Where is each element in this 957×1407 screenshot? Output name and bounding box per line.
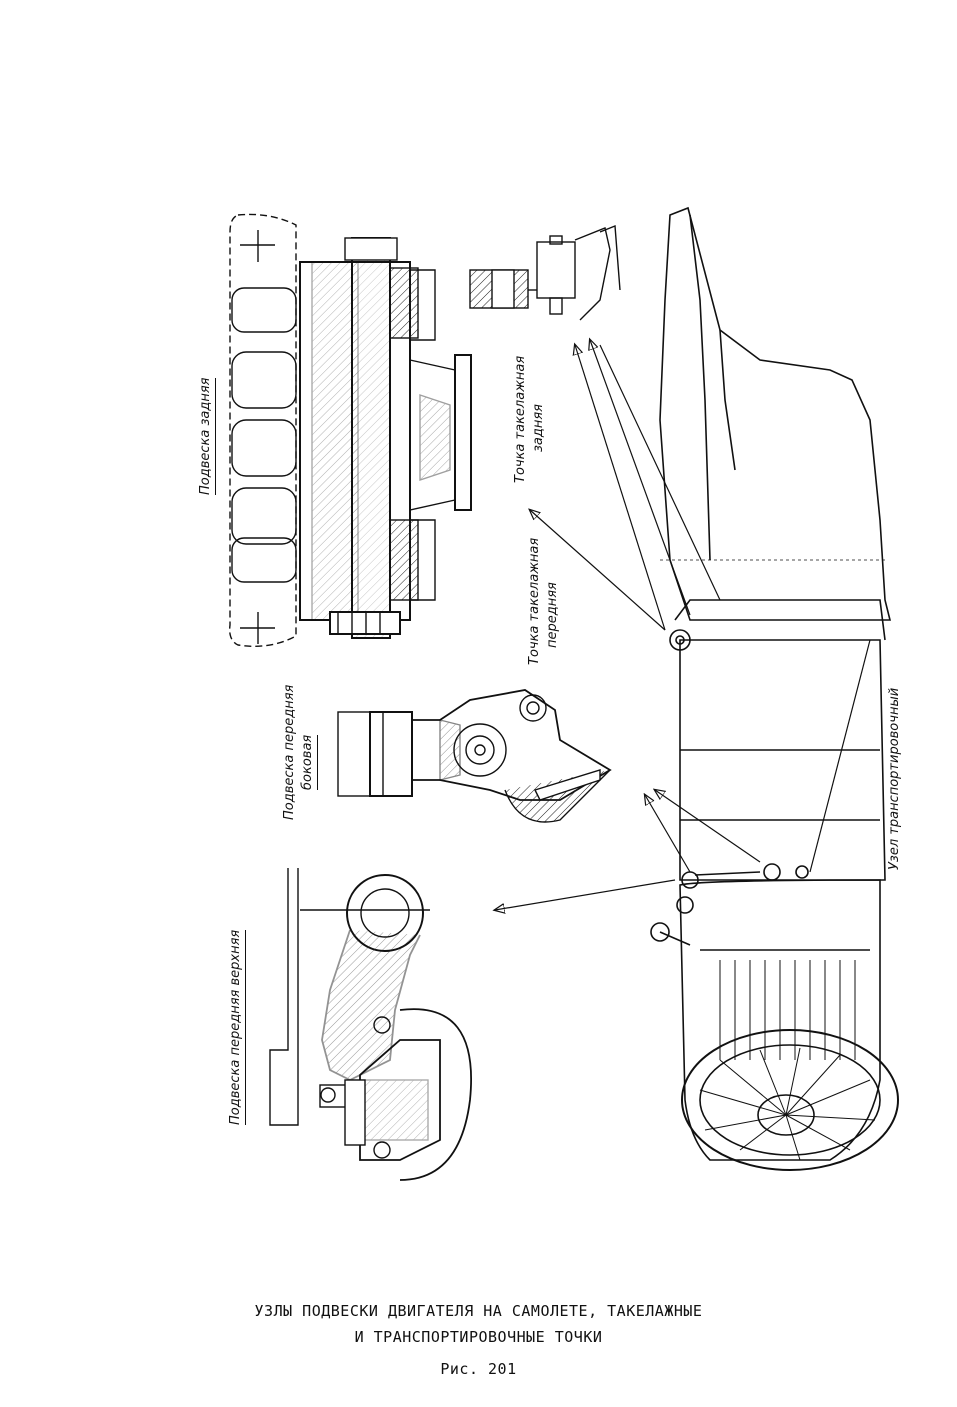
front-upper-mount-detail <box>269 868 472 1181</box>
label-rear-mount: Подвеска задняя <box>198 377 216 495</box>
rear-mount-assembly <box>228 213 472 648</box>
label-front-upper-mount: Подвеска передняя верхняя <box>228 929 246 1125</box>
label-front-rigging-line2: передняя <box>545 582 560 648</box>
leader-arrows <box>495 340 871 910</box>
label-front-side-mount-line2: боковая <box>300 734 318 790</box>
label-rear-rigging-line2: задняя <box>531 403 546 452</box>
figure-number: Рис. 201 <box>440 1360 517 1378</box>
front-side-mount-detail <box>337 689 612 823</box>
engine-body <box>650 206 899 1171</box>
label-transport-node: Узел транспортировочный <box>887 687 902 870</box>
figure-caption-line2: И ТРАНСПОРТИРОВОЧНЫЕ ТОЧКИ <box>354 1328 603 1346</box>
label-front-side-mount-line1: Подвеска передняя <box>282 684 297 820</box>
figure-caption-line1: УЗЛЫ ПОДВЕСКИ ДВИГАТЕЛЯ НА САМОЛЕТЕ, ТАК… <box>254 1302 703 1320</box>
label-rear-rigging-line1: Точка такелажная <box>513 355 528 483</box>
label-front-rigging-line1: Точка такелажная <box>527 537 542 665</box>
rear-rigging-point-detail <box>469 224 621 321</box>
